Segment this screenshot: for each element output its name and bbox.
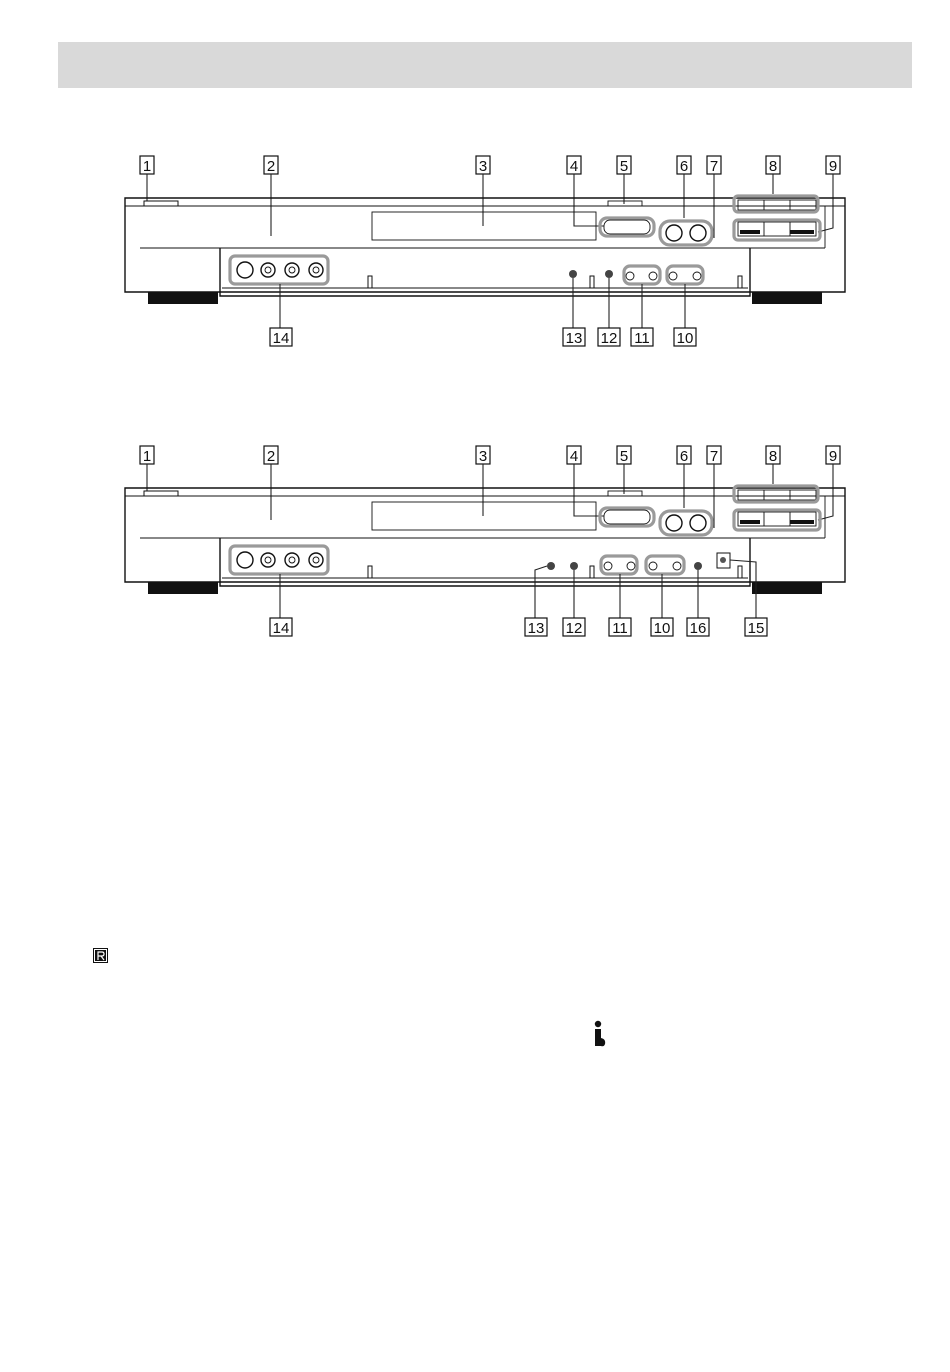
svg-text:4: 4 <box>570 448 578 465</box>
callout-7: 7 <box>707 446 721 465</box>
callout-2: 2 <box>264 446 278 465</box>
svg-text:6: 6 <box>680 158 688 175</box>
callout-10: 10 <box>674 328 696 347</box>
svg-text:10: 10 <box>677 330 694 347</box>
callout-2: 2 <box>264 156 278 175</box>
svg-text:5: 5 <box>620 158 628 175</box>
callout-8: 8 <box>766 446 780 465</box>
svg-text:7: 7 <box>710 448 718 465</box>
front-panel-diagram-model-a: 1 2 3 4 5 6 7 8 9 <box>0 150 950 360</box>
svg-text:5: 5 <box>620 448 628 465</box>
svg-text:10: 10 <box>654 620 671 637</box>
callout-10: 10 <box>651 618 673 637</box>
highlight-buttons-10 <box>667 266 703 284</box>
svg-text:8: 8 <box>769 448 777 465</box>
callout-3: 3 <box>476 156 490 175</box>
svg-text:12: 12 <box>601 330 618 347</box>
callout-14: 14 <box>270 618 292 637</box>
callout-7: 7 <box>707 156 721 175</box>
callout-6: 6 <box>677 156 691 175</box>
svg-text:11: 11 <box>612 620 628 637</box>
header-band <box>58 42 912 88</box>
unit-body <box>125 198 845 304</box>
information-icon <box>592 1020 610 1048</box>
callout-3: 3 <box>476 446 490 465</box>
callout-16: 16 <box>687 618 709 637</box>
front-panel-figure-a: 1 2 3 4 5 6 7 8 9 <box>0 150 950 360</box>
front-panel-figure-b: 1 2 3 4 5 6 7 8 9 <box>0 440 950 650</box>
svg-text:13: 13 <box>566 330 583 347</box>
highlight-buttons-11 <box>624 266 660 284</box>
callout-11: 11 <box>631 328 653 347</box>
svg-text:6: 6 <box>680 448 688 465</box>
callout-5: 5 <box>617 156 631 175</box>
callout-8: 8 <box>766 156 780 175</box>
callout-1: 1 <box>140 156 154 175</box>
highlight-knobs <box>660 511 712 535</box>
callout-9: 9 <box>826 156 840 175</box>
callout-9: 9 <box>826 446 840 465</box>
front-panel-diagram-model-b: 1 2 3 4 5 6 7 8 9 <box>0 440 950 650</box>
unit-body <box>125 488 845 594</box>
callout-4: 4 <box>567 156 581 175</box>
highlight-buttons-10 <box>646 556 684 574</box>
callout-11: 11 <box>609 618 631 637</box>
callout-14: 14 <box>270 328 292 347</box>
callout-4: 4 <box>567 446 581 465</box>
svg-text:2: 2 <box>267 448 275 465</box>
svg-text:9: 9 <box>829 158 837 175</box>
svg-text:9: 9 <box>829 448 837 465</box>
callout-1: 1 <box>140 446 154 465</box>
callout-15: 15 <box>745 618 767 637</box>
callout-5: 5 <box>617 446 631 465</box>
highlight-buttons-11 <box>601 556 637 574</box>
svg-text:15: 15 <box>748 620 765 637</box>
callout-12: 12 <box>598 328 620 347</box>
callout-6: 6 <box>677 446 691 465</box>
svg-text:7: 7 <box>710 158 718 175</box>
svg-text:14: 14 <box>273 330 290 347</box>
svg-text:11: 11 <box>634 330 650 347</box>
svg-text:13: 13 <box>528 620 545 637</box>
svg-text:16: 16 <box>690 620 707 637</box>
svg-text:3: 3 <box>479 448 487 465</box>
svg-text:3: 3 <box>479 158 487 175</box>
callout-13: 13 <box>563 328 585 347</box>
svg-text:1: 1 <box>143 448 151 465</box>
svg-text:14: 14 <box>273 620 290 637</box>
svg-text:1: 1 <box>143 158 151 175</box>
callout-13: 13 <box>525 618 547 637</box>
svg-text:8: 8 <box>769 158 777 175</box>
svg-text:4: 4 <box>570 158 578 175</box>
svg-text:12: 12 <box>566 620 583 637</box>
svg-text:2: 2 <box>267 158 275 175</box>
highlight-knobs <box>660 221 712 245</box>
callout-12: 12 <box>563 618 585 637</box>
remote-r-icon <box>93 948 108 963</box>
